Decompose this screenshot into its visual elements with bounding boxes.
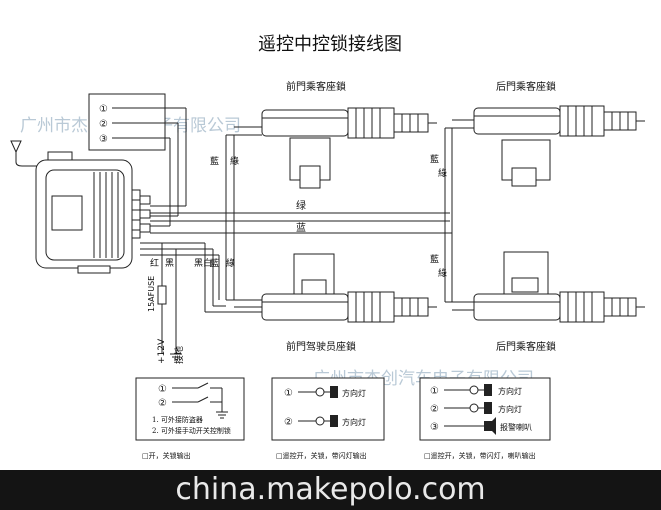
box2-caption: □遥控开，关锁，带闪灯输出 (276, 451, 367, 460)
connector-pin-1: ① (99, 104, 108, 115)
connector-pin-2: ② (99, 119, 108, 130)
box2-pin-2: ② (284, 417, 293, 428)
box3-horn-label: 报警喇叭 (500, 422, 532, 432)
wire-label-lan-c: 藍 (430, 253, 439, 265)
box3-horn-icon (484, 417, 496, 435)
connector-box: ① ② ③ (88, 93, 187, 227)
box1-pin-2: ② (158, 398, 167, 409)
wire-label-black: 黑 (165, 258, 174, 269)
wire-label-lan-a: 藍 (210, 155, 219, 167)
ground-icon (170, 353, 182, 361)
wire-label-black-white: 黑白 (194, 257, 212, 269)
lock-actuator-rear-top (473, 105, 645, 187)
box3-pin-2: ② (430, 404, 439, 415)
box1-note-1: 1. 可外接防盗器 (152, 415, 203, 424)
box2-lamp-2-label: 方向灯 (342, 417, 366, 427)
label-rear-passenger-top: 后門乘客座鎖 (496, 80, 556, 93)
box3-lamp-1-label: 方向灯 (498, 386, 522, 396)
wire-label-lv-d: 綠 (226, 257, 235, 269)
wire-label-lv-c: 綠 (438, 267, 447, 279)
box2-pin-1: ① (284, 388, 293, 399)
box2-lamp-1-icon (330, 386, 338, 398)
wire-label-red: 红 (150, 257, 159, 269)
ground-label: 接地 (173, 346, 185, 364)
connector-pin-3: ③ (99, 134, 108, 145)
wire-label-green: 绿 (296, 199, 306, 212)
detail-box-flash-horn-output: ① ② ③ 方向灯 方向灯 报警喇叭 (419, 377, 551, 441)
box3-lamp-2-icon (484, 402, 492, 414)
box1-note-2: 2. 可外接手动开关控制锁 (152, 426, 231, 435)
box1-pin-1: ① (158, 384, 167, 395)
main-wiring (140, 119, 474, 354)
detail-box-manual-switch: ① ② 1. 可外接防盗器 2. 可外接手动开关控制锁 (135, 377, 245, 441)
box2-lamp-2-icon (330, 415, 338, 427)
detail-box-flash-output: ① ② 方向灯 方向灯 (271, 377, 385, 441)
diagram-title: 遥控中控锁接线图 (258, 34, 402, 55)
power-label: +12V (157, 338, 167, 364)
fuse-label: 15AFUSE (147, 276, 156, 312)
wire-label-lv-b: 綠 (438, 167, 447, 179)
label-front-driver: 前門驾驶员座鎖 (286, 340, 356, 353)
label-rear-passenger-bottom: 后門乘客座鎖 (496, 340, 556, 353)
control-module (35, 159, 151, 274)
box3-pin-1: ① (430, 386, 439, 397)
footer-site-name: china.makepolo.com (175, 472, 486, 507)
box3-lamp-1-icon (484, 384, 492, 396)
box1-caption: □开，关锁输出 (142, 451, 191, 460)
fuse-icon (157, 285, 167, 305)
wire-label-blue: 蓝 (296, 222, 306, 234)
label-front-passenger: 前門乘客座鎖 (286, 80, 346, 93)
lock-actuator-rear-bottom (473, 251, 645, 323)
box3-lamp-2-label: 方向灯 (498, 404, 522, 414)
box3-caption: □遥控开，关锁，带闪灯，喇叭输出 (424, 451, 536, 460)
lock-actuator-front-passenger (261, 107, 437, 189)
footer-banner: china.makepolo.com (0, 470, 661, 510)
box2-lamp-1-label: 方向灯 (342, 388, 366, 398)
lock-actuator-front-driver (261, 253, 437, 323)
box3-pin-3: ③ (430, 422, 439, 433)
wire-label-lv-a: 綠 (230, 155, 239, 167)
wire-label-lan-b: 藍 (430, 153, 439, 165)
wire-label-lan-d: 藍 (210, 257, 219, 269)
